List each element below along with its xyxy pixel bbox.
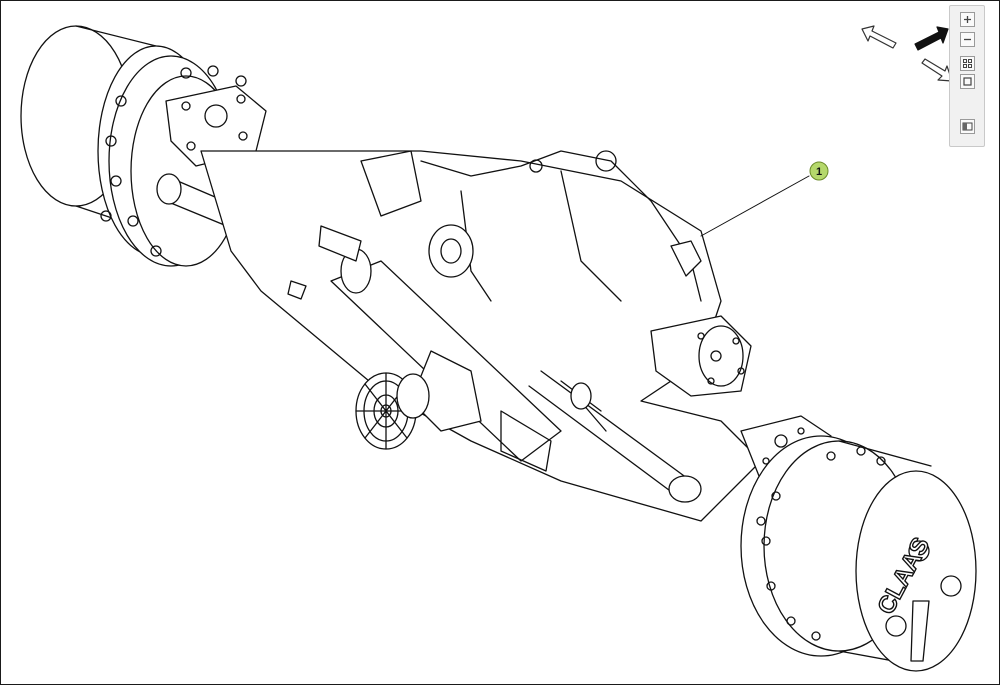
axle-housing: [200, 150, 762, 522]
next-page-icon[interactable]: [911, 25, 951, 53]
callout-badge: [809, 161, 829, 181]
zoom-out-button[interactable]: [960, 32, 975, 47]
right-tie-rod: [528, 370, 702, 503]
toggle-panel-button[interactable]: [960, 119, 975, 134]
callout-leader: [700, 175, 810, 237]
plus-icon: [964, 16, 971, 23]
left-wheel-hub: [20, 25, 267, 267]
zoom-toolbar: [949, 5, 985, 147]
callout-number: 1: [816, 166, 822, 178]
input-flange: [355, 372, 430, 450]
panel-icon: [962, 122, 973, 131]
actual-size-button[interactable]: [960, 74, 975, 89]
prev-page-icon[interactable]: [859, 23, 899, 51]
square-icon: [963, 77, 972, 86]
fit-icon: [963, 59, 972, 68]
right-wheel-hub: [740, 415, 977, 672]
callout-1[interactable]: 1: [809, 161, 829, 181]
fit-to-window-button[interactable]: [960, 56, 975, 71]
zoom-in-button[interactable]: [960, 12, 975, 27]
minus-icon: [964, 38, 971, 41]
